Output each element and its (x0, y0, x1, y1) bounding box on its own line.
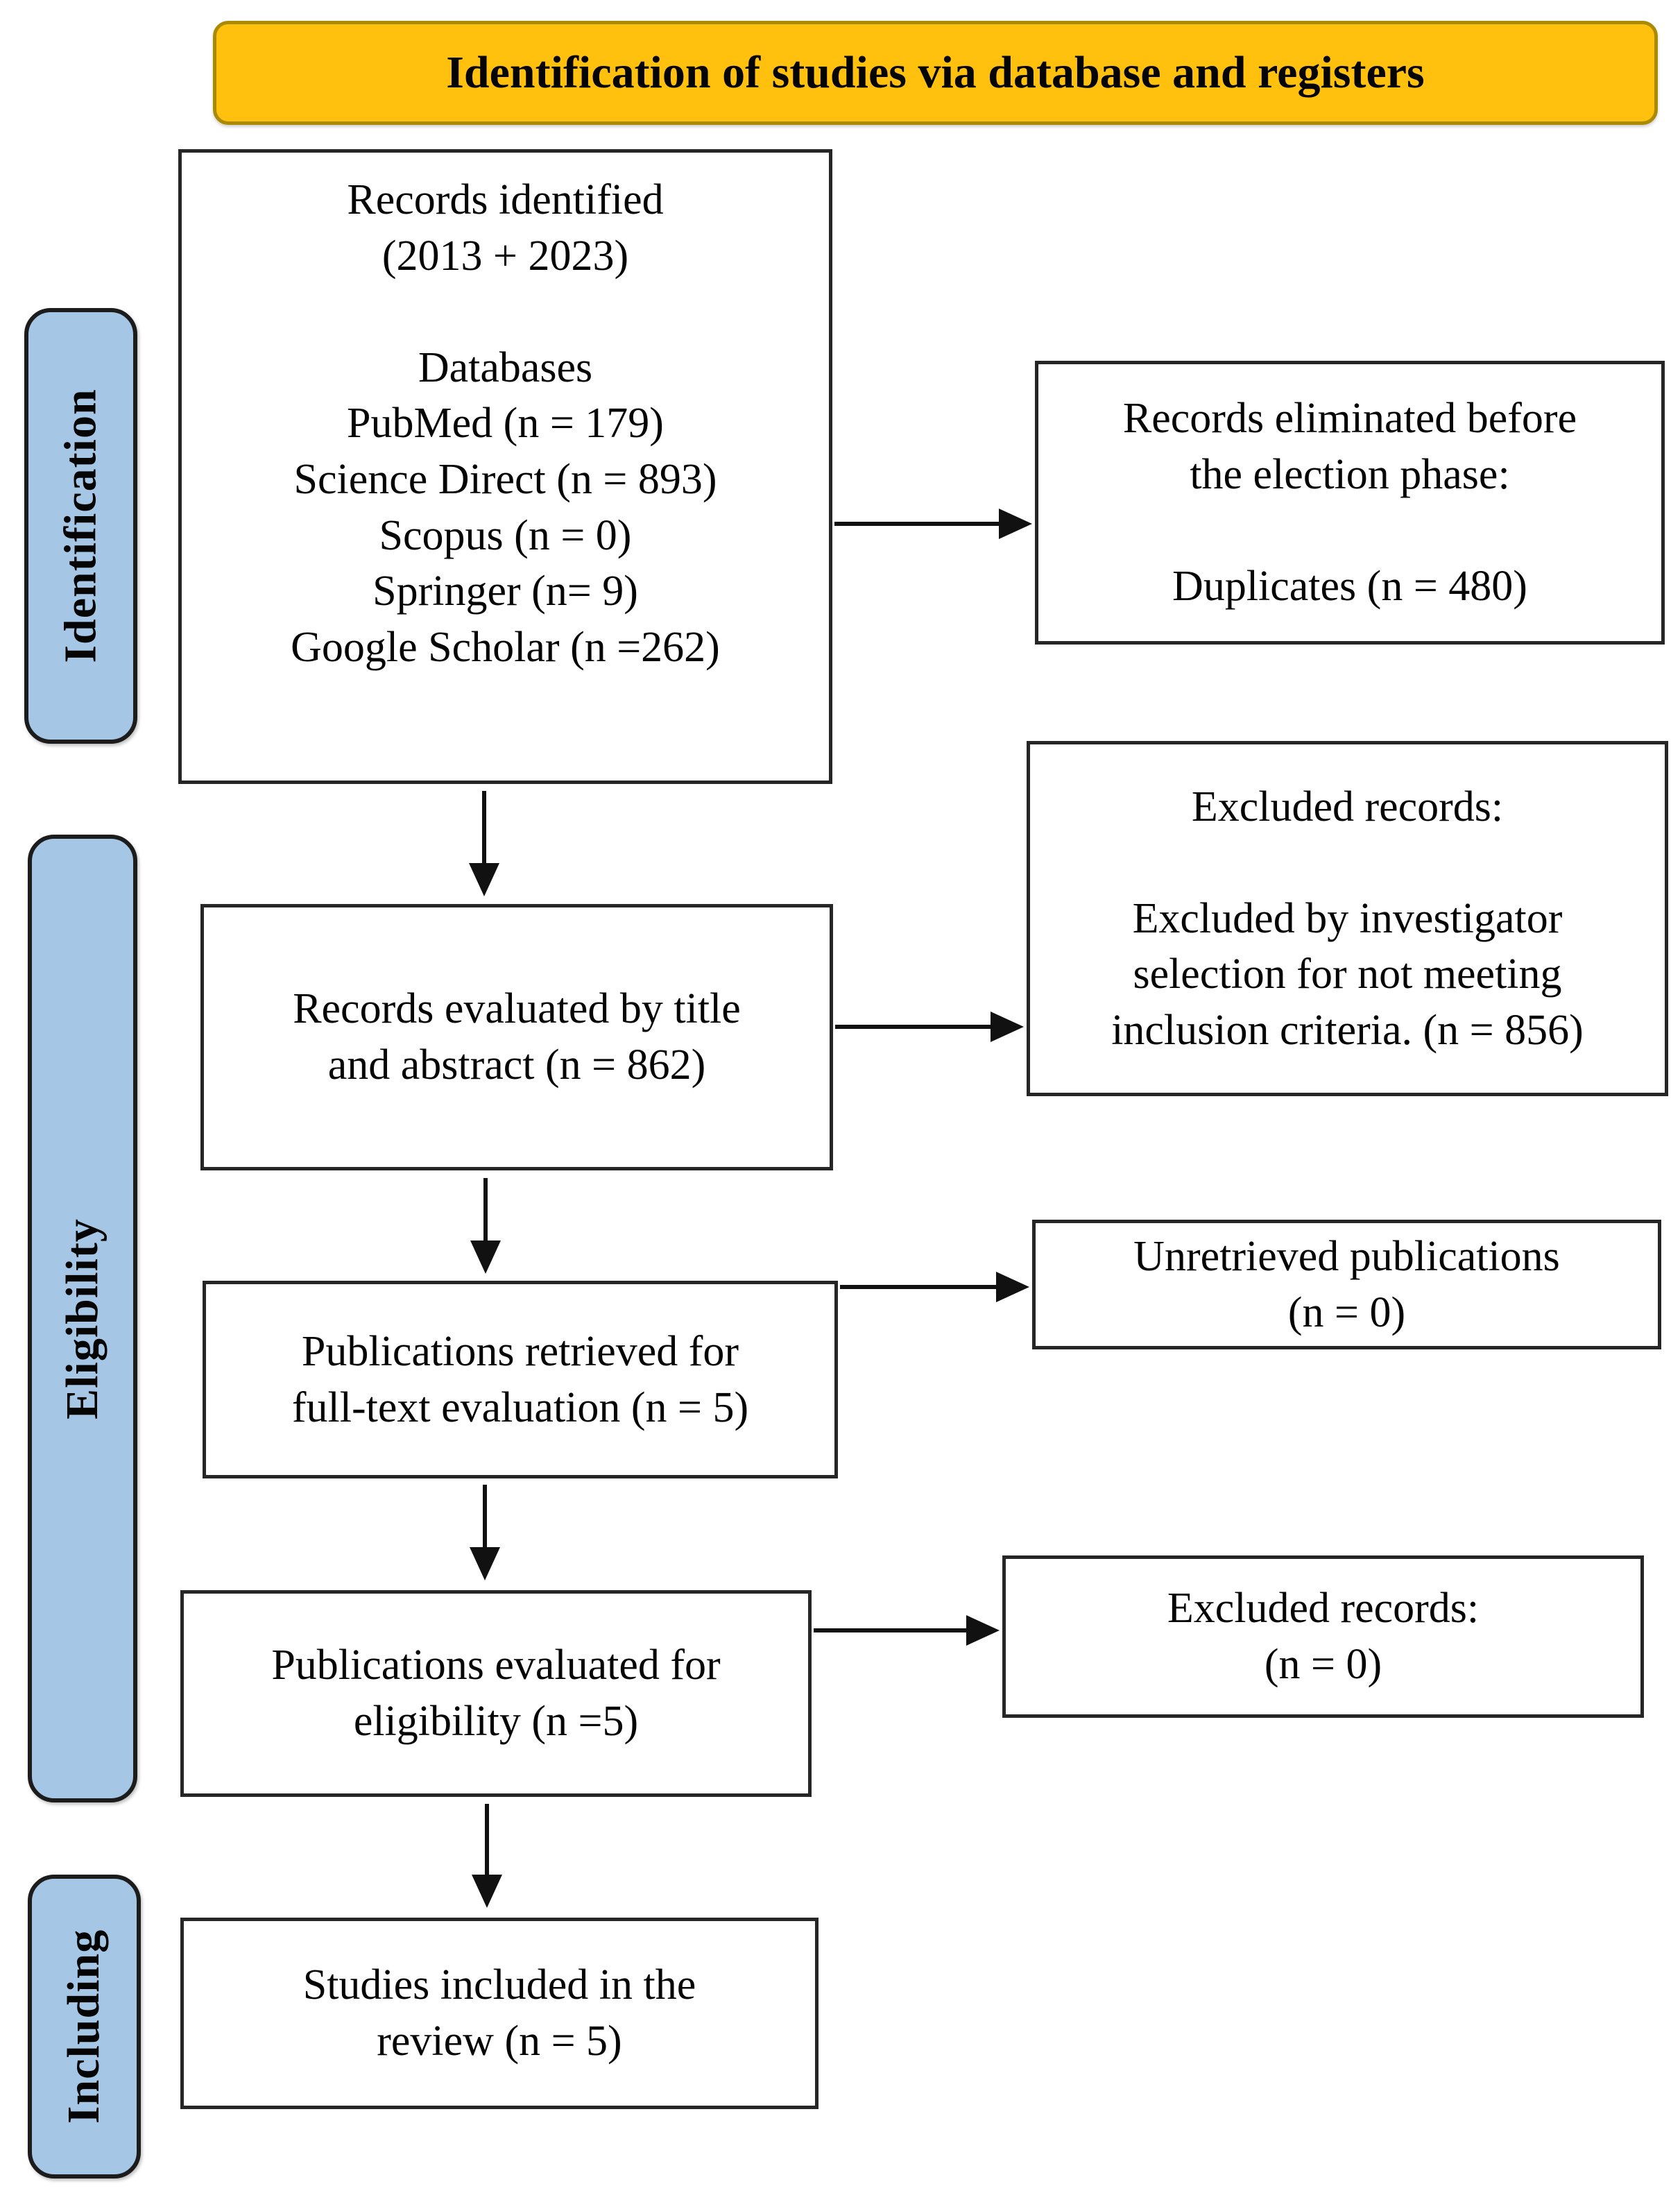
side-box-text: Excluded records: Excluded by investigat… (1111, 783, 1584, 1054)
stage-label: Eligibility (57, 1218, 108, 1419)
flow-box-studies-included: Studies included in the review (n = 5) (180, 1918, 818, 2109)
flow-box-records-identified: Records identified (2013 + 2023) Databas… (178, 149, 832, 784)
stage-tab-eligibility: Eligibility (28, 835, 137, 1802)
arrow-identified-to-eliminated (834, 509, 1032, 539)
side-box-excluded-eligibility: Excluded records: (n = 0) (1002, 1555, 1644, 1718)
arrow-identified-to-evaluated (469, 791, 499, 896)
stage-tab-identification: Identification (24, 308, 137, 744)
flow-box-publications-evaluated: Publications evaluated for eligibility (… (180, 1590, 812, 1797)
side-box-unretrieved-publications: Unretrieved publications (n = 0) (1032, 1220, 1661, 1349)
flow-box-records-evaluated: Records evaluated by title and abstract … (200, 904, 833, 1170)
stage-tab-including: Including (28, 1875, 141, 2178)
side-box-text: Excluded records: (n = 0) (1167, 1585, 1480, 1688)
side-box-excluded-investigator: Excluded records: Excluded by investigat… (1027, 741, 1668, 1096)
stage-label: Including (58, 1929, 110, 2124)
side-box-text: Records eliminated before the election p… (1122, 395, 1577, 611)
arrow-retrieved-to-unretrieved (840, 1272, 1029, 1302)
flow-box-publications-retrieved: Publications retrieved for full-text eva… (203, 1281, 838, 1478)
flow-box-text: Records identified (2013 + 2023) Databas… (291, 176, 720, 671)
flow-box-text: Records evaluated by title and abstract … (293, 985, 741, 1089)
arrow-eligibility-to-included (472, 1804, 502, 1908)
diagram-title-banner: Identification of studies via database a… (213, 21, 1658, 125)
arrow-evaluated-to-excluded (835, 1012, 1024, 1042)
side-box-text: Unretrieved publications (n = 0) (1133, 1232, 1560, 1336)
arrow-retrieved-to-eligibility (470, 1485, 500, 1580)
flow-box-text: Studies included in the review (n = 5) (302, 1961, 696, 2065)
side-box-records-eliminated: Records eliminated before the election p… (1035, 361, 1665, 645)
diagram-title: Identification of studies via database a… (446, 47, 1425, 98)
flow-box-text: Publications retrieved for full-text eva… (291, 1327, 749, 1431)
arrow-eligibility-to-excluded (814, 1615, 1000, 1646)
flow-box-text: Publications evaluated for eligibility (… (271, 1642, 721, 1745)
stage-label: Identification (55, 389, 106, 663)
arrow-evaluated-to-retrieved (470, 1178, 501, 1274)
